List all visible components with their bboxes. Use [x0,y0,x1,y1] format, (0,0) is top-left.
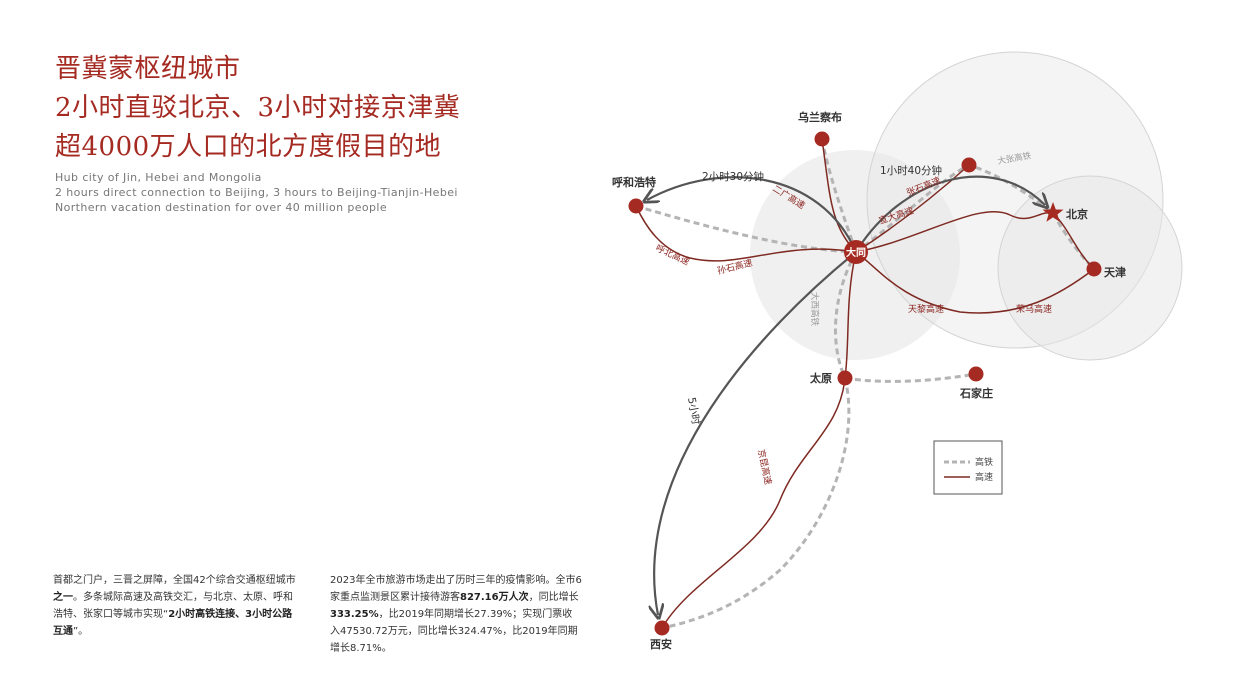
title-line-1: 晋冀蒙枢纽城市 [55,54,241,84]
time-labels: 2小时30分钟 1小时40分钟 5小时 [685,164,942,426]
city-label-shijiazhuang: 石家庄 [959,386,993,400]
intro-paragraph: 首都之门户，三晋之屏障，全国42个综合交通枢纽城市之一。多条城际高速及高铁交汇，… [53,572,301,640]
subtitle-line-1: Hub city of Jin, Hebei and Mongolia [55,171,262,184]
beijing-star-icon [1042,202,1064,222]
intro-text-3: ”。 [73,626,89,637]
subtitle-line-3: Northern vacation destination for over 4… [55,201,388,214]
tourism-text-1: 2023年全市旅游市场走出了历时三年的疫情影响。全市6家重点监测景区累计接待游客 [330,575,582,603]
rail-label-daxi: 大西高铁 [809,292,820,327]
tourism-bold-1: 827.16万人次 [460,592,529,603]
rail-line-xian [661,377,851,630]
arrow-to-beijing [855,175,1045,253]
rail-line-ulanqab [820,138,858,253]
time-label-beijing: 1小时40分钟 [880,164,942,177]
city-dot-ulanqab [814,131,830,147]
city-dot-shijiazhuang [968,366,984,382]
map-legend: 高铁 高速 [933,440,1003,495]
arrow-to-hohhot [647,176,858,253]
intro-bold-1: 之一 [53,592,73,603]
coverage-circles [750,51,1183,361]
city-dot-datong [844,240,868,264]
highway-xuanda [855,210,1054,253]
title-line-2: 2小时直驳北京、3小时对接京津冀 [55,93,461,123]
city-dot-taiyuan [837,370,853,386]
city-label-xian: 西安 [650,637,672,651]
city-markers [628,131,1102,636]
legend-box [933,440,1003,495]
page-title: 晋冀蒙枢纽城市 2小时直驳北京、3小时对接京津冀 超4000万人口的北方度假目的… [55,50,460,167]
intro-bold-2: 2小时高铁连接、3小时公路互通 [53,609,293,637]
city-label-taiyuan: 太原 [809,371,832,385]
rail-line-taiyuan [834,251,858,379]
route-label-jingkun: 京昆高速 [755,448,774,486]
arrow-to-xian [654,251,857,615]
highway-tianli [855,251,1095,314]
title-line-3: 超4000万人口的北方度假目的地 [55,132,442,162]
time-label-hohhot: 2小时30分钟 [702,170,764,183]
tourism-text-3: ，比2019年同期增长27.39%；实现门票收入47530.72万元，同比增长3… [330,609,578,654]
legend-rail-label: 高铁 [975,456,993,468]
route-label-rongwu: 荣乌高速 [1016,303,1052,315]
intro-text-1: 首都之门户，三晋之屏障，全国42个综合交通枢纽城市 [53,575,296,586]
english-subtitle: Hub city of Jin, Hebei and Mongolia 2 ho… [55,170,458,215]
route-label-tianli: 天黎高速 [908,303,944,315]
city-labels: 大同 呼和浩特 乌兰察布 北京 天津 太原 石家庄 西安 [612,110,1126,651]
city-label-ulanqab: 乌兰察布 [798,110,842,124]
highway-taiyuan [844,251,857,379]
highway-jingkun [661,377,846,629]
time-label-xian: 5小时 [685,396,702,426]
city-dot-tianjin [1086,261,1102,277]
city-dot-hohhot [628,198,644,214]
tourism-text-2: ，同比增长 [528,592,579,603]
intro-text-2: 。多条城际高速及高铁交汇，与北京、太原、呼和浩特、张家口等城市实现“ [53,592,293,620]
rail-line-shijiazhuang [844,372,977,383]
city-dot-zhangjiakou [961,157,977,173]
route-label-hubei: 呼北高速 [654,242,692,268]
city-label-hohhot: 呼和浩特 [612,175,656,189]
highway-hubei [635,205,857,262]
highway-lines [635,138,1095,629]
tourism-paragraph: 2023年全市旅游市场走出了历时三年的疫情影响。全市6家重点监测景区累计接待游客… [330,572,582,657]
city-label-beijing: 北京 [1066,207,1088,221]
city-label-datong: 大同 [846,246,866,259]
city-dot-xian [654,620,670,636]
tourism-bold-2: 333.25% [330,609,379,620]
time-arrows [647,175,1045,615]
subtitle-line-2: 2 hours direct connection to Beijing, 3 … [55,186,458,199]
rail-line-hohhot [635,204,857,254]
legend-highway-label: 高速 [975,471,993,483]
highway-zhangshi [855,164,970,253]
city-label-tianjin: 天津 [1104,265,1126,279]
